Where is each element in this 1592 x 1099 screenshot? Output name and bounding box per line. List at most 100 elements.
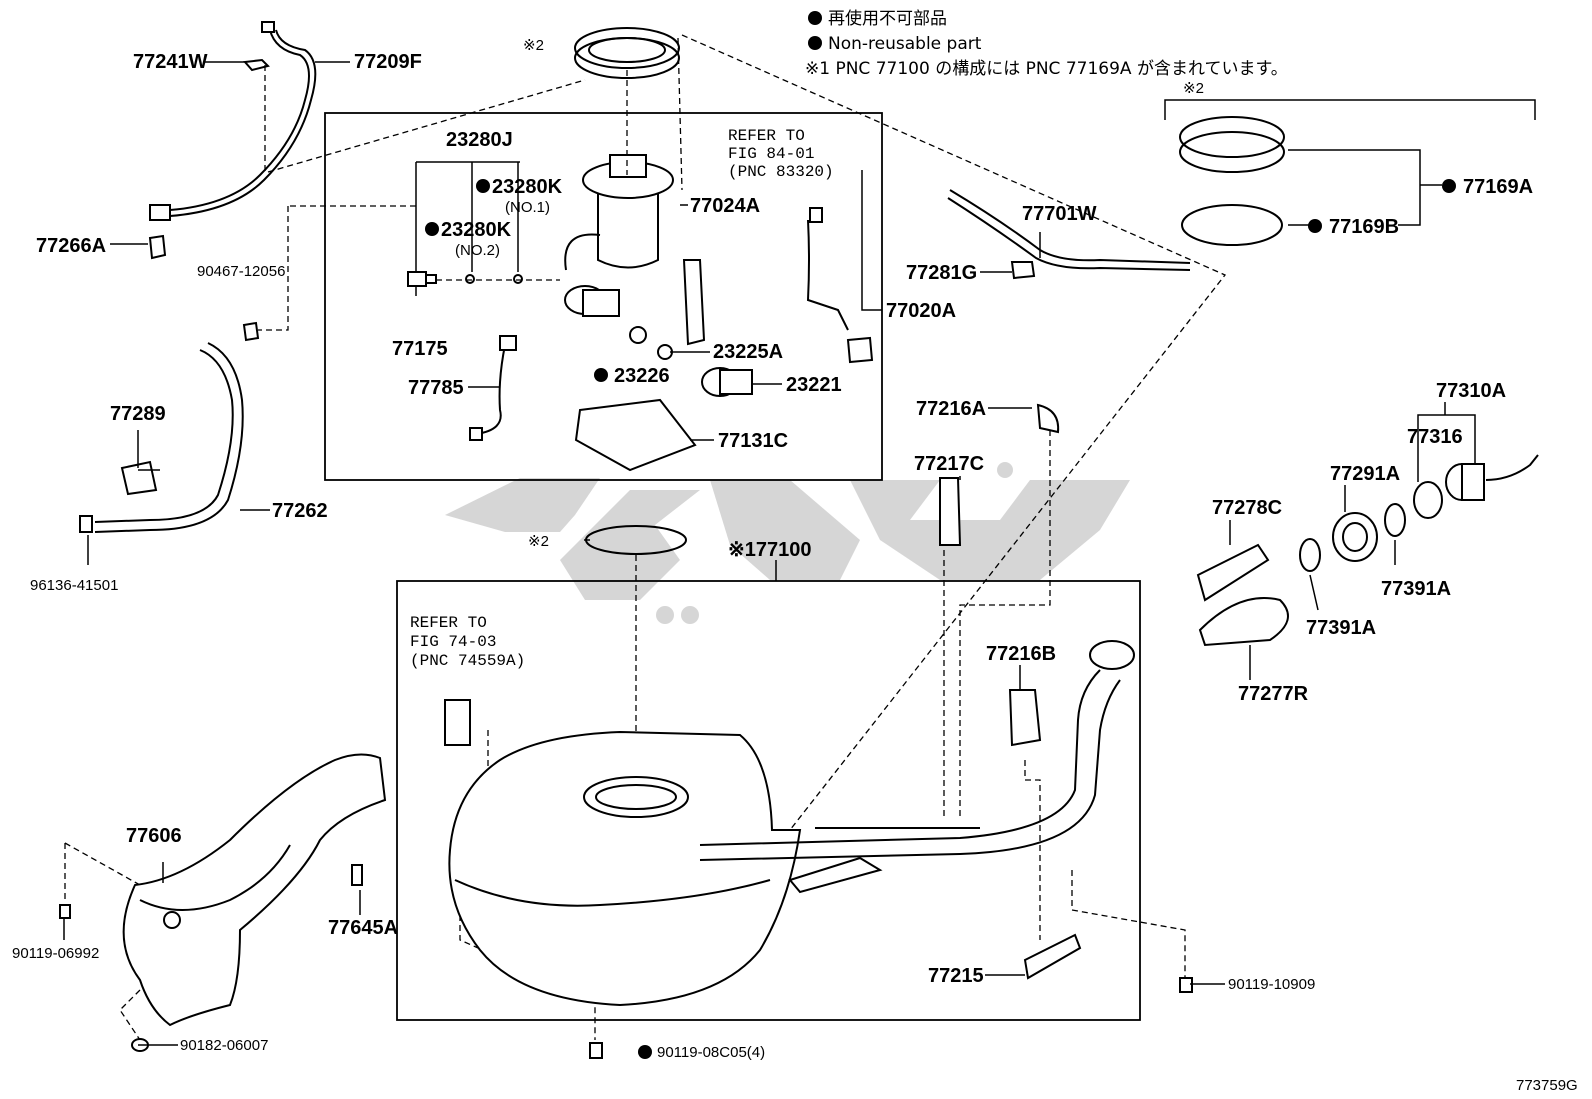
projection-line	[681, 34, 1227, 831]
ref-fig84-line3: (PNC 83320)	[728, 163, 834, 181]
o-ring-23226	[629, 326, 647, 344]
cap-77310A	[1445, 454, 1539, 501]
clamp-77216A	[1036, 403, 1060, 434]
label-23225A: 23225A	[713, 341, 783, 363]
leader-77310A	[1417, 402, 1476, 482]
label-77281G: 77281G	[906, 262, 977, 284]
projection-line	[1071, 870, 1186, 980]
fuel-tank-group-box	[396, 580, 1141, 1021]
bolt-90119-10909	[1179, 977, 1193, 993]
clip-77241W	[242, 58, 270, 72]
clip-90467	[242, 321, 260, 342]
ref-fig74-line2: FIG 74-03	[410, 633, 496, 651]
label-77316: 77316	[1407, 426, 1463, 448]
projection-line	[959, 430, 1051, 820]
bolt-90119-08C05	[589, 1042, 603, 1059]
label-77024A: 77024A	[690, 195, 760, 217]
bolt-90119-06992	[59, 904, 71, 919]
label-177100: ※177100	[728, 539, 812, 561]
label-leaders	[584, 232, 1225, 985]
fuel-tank-177100	[448, 730, 802, 1007]
set-bracket	[1164, 99, 1536, 120]
connector-77175	[407, 271, 437, 287]
label-77215: 77215	[928, 965, 984, 987]
label-77216B: 77216B	[986, 643, 1056, 665]
filler-pipe-77201	[699, 640, 1135, 894]
o-ring-77391A-1	[1384, 503, 1406, 537]
label-23221: 23221	[786, 374, 842, 396]
protector-77215	[1023, 933, 1082, 980]
mark-2-right: ※2	[1183, 80, 1204, 97]
label-77606: 77606	[126, 825, 182, 847]
label-77175: 77175	[392, 338, 448, 360]
label-23226: 23226	[614, 365, 670, 387]
legend-dot-icon	[808, 36, 822, 50]
insulator-77606	[122, 753, 387, 1027]
gasket-23225A	[657, 344, 673, 360]
label-leaders	[63, 61, 361, 1046]
fuel-pump-group-box	[324, 112, 883, 481]
ref-fig74-line1: REFER TO	[410, 614, 487, 632]
label-77291A: 77291A	[1330, 463, 1400, 485]
projection-line	[119, 989, 141, 1041]
gasket-77169B	[1181, 204, 1283, 246]
label-77131C: 77131C	[718, 430, 788, 452]
label-77262: 77262	[272, 500, 328, 522]
non-reusable-dot-icon	[1308, 219, 1322, 233]
label-77020A: 77020A	[886, 300, 956, 322]
label-77169B: 77169B	[1329, 216, 1399, 238]
pump-module-77024A	[564, 154, 674, 271]
label-23280J: 23280J	[446, 129, 513, 151]
legend-jp: 再使用不可部品	[828, 8, 947, 29]
leader	[1309, 574, 1319, 611]
label-no1: (NO.1)	[505, 199, 550, 216]
non-reusable-dot-icon	[425, 222, 439, 236]
label-77266A: 77266A	[36, 235, 106, 257]
retainer-77169A	[1179, 116, 1285, 173]
label-90182-06007: 90182-06007	[180, 1037, 268, 1054]
label-77217C: 77217C	[914, 453, 984, 475]
label-77216A: 77216A	[916, 398, 986, 420]
projection-line	[258, 79, 586, 331]
leader-77169	[1288, 149, 1442, 226]
label-77277R: 77277R	[1238, 683, 1309, 705]
label-77391A-1: 77391A	[1381, 578, 1451, 600]
label-77645A: 77645A	[328, 917, 398, 939]
label-90119-10909: 90119-10909	[1228, 976, 1315, 993]
non-reusable-dot-icon	[638, 1045, 652, 1059]
legend: 再使用不可部品 Non-reusable part ※1 PNC 77100 の…	[805, 8, 1288, 79]
housing-77277R	[1198, 597, 1289, 647]
figure-code: 773759G	[1516, 1077, 1578, 1094]
label-96136-41501: 96136-41501	[30, 577, 118, 594]
breather-77701W	[947, 189, 1191, 271]
ref-fig74-line3: (PNC 74559A)	[410, 652, 525, 670]
label-77289: 77289	[110, 403, 166, 425]
clip-96136	[79, 515, 93, 533]
leader-dash	[626, 37, 683, 191]
mark-2-gasket: ※2	[528, 533, 549, 550]
label-77391A-2: 77391A	[1306, 617, 1376, 639]
projection-line	[459, 905, 596, 1040]
protector-77278C	[1196, 543, 1270, 602]
mark-2-top: ※2	[523, 37, 544, 54]
clip-77266A	[148, 234, 167, 260]
bracket-77131C	[574, 398, 697, 472]
pump-23226	[564, 285, 620, 317]
clip-77645A	[351, 864, 363, 886]
bracket-77216B	[1008, 689, 1042, 747]
legend-dot-icon	[808, 11, 822, 25]
projection-line	[1024, 760, 1041, 940]
leader-23280J	[415, 161, 520, 272]
sender-77020A	[806, 207, 874, 364]
o-ring-23280K-2	[465, 274, 475, 284]
label-23280K-2: 23280K	[441, 219, 512, 241]
leader-77020A	[861, 170, 882, 311]
non-reusable-dot-icon	[1442, 179, 1456, 193]
legend-en: Non-reusable part	[828, 34, 982, 54]
projection-line	[64, 842, 141, 900]
legend-note-1: ※1 PNC 77100 の構成には PNC 77169A が含まれています。	[805, 59, 1288, 79]
o-ring-77391A-2	[1299, 538, 1321, 572]
clamp-77217C	[939, 477, 962, 546]
harness-77785	[469, 335, 517, 441]
